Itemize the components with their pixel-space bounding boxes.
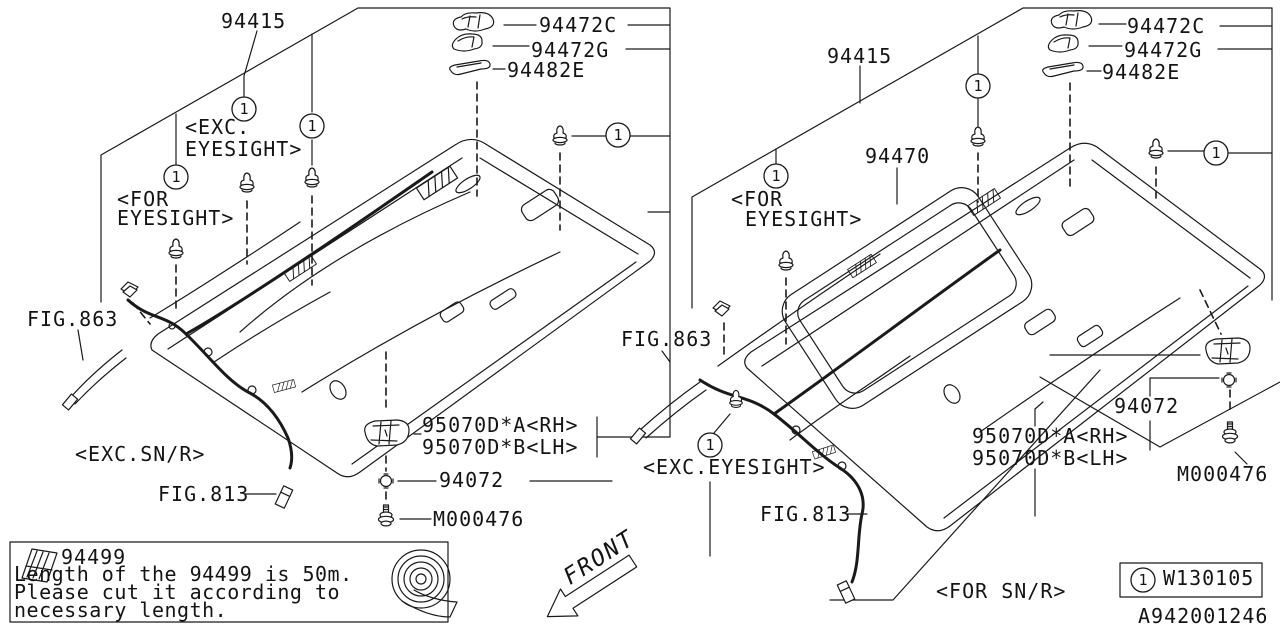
left-note-for-eyesight-1: <FOR [117, 187, 170, 211]
svg-text:1: 1 [239, 100, 248, 118]
left-view-group: 1 1 1 1 [61, 7, 671, 527]
right-note-exc-eyesight: <EXC.EYESIGHT> [643, 455, 826, 479]
left-part-95070d-lh[interactable]: 95070D*B<LH> [422, 435, 579, 459]
legend-code[interactable]: W130105 [1163, 566, 1255, 590]
left-headliner-panel [150, 138, 656, 478]
svg-text:1: 1 [1211, 144, 1220, 162]
right-headliner-panel [744, 142, 1266, 532]
tape-roll-icon [391, 549, 458, 618]
doc-number: A942001246 [1138, 604, 1269, 628]
left-part-94415[interactable]: 94415 [221, 9, 287, 33]
left-note-exc-snr: <EXC.SN/R> [75, 442, 206, 466]
left-part-94472G[interactable]: 94472G [531, 38, 610, 62]
right-note-for-snr: <FOR SN/R> [936, 579, 1067, 603]
legend-box: 1 [1119, 562, 1263, 598]
right-part-95070d-lh[interactable]: 95070D*B<LH> [972, 446, 1129, 470]
note-box [9, 541, 458, 623]
front-direction-arrow: FRONT [546, 525, 640, 618]
left-note-for-eyesight-2: EYESIGHT> [117, 206, 235, 230]
left-part-94472C[interactable]: 94472C [539, 13, 618, 37]
svg-text:1: 1 [705, 436, 714, 454]
note-part-94499[interactable]: 94499 [61, 545, 127, 569]
left-note-exc-eyesight-2: EYESIGHT> [185, 137, 303, 161]
sunroof-opening [781, 187, 1033, 409]
left-harness [61, 170, 434, 509]
right-part-94415[interactable]: 94415 [827, 44, 893, 68]
svg-text:1: 1 [613, 126, 622, 144]
legend-callout: 1 [1138, 571, 1147, 589]
note-line-2: Please cut it according to [14, 580, 341, 604]
tape-swatch-icon [21, 548, 58, 583]
left-part-94072[interactable]: 94072 [439, 468, 505, 492]
right-view-group: 1 1 1 1 [629, 7, 1280, 604]
right-note-for-eyesight-1: <FOR [731, 187, 784, 211]
right-fence [691, 7, 1273, 309]
right-part-94472G[interactable]: 94472G [1124, 38, 1203, 62]
right-part-94482E[interactable]: 94482E [1102, 60, 1181, 84]
left-fence [100, 7, 671, 438]
right-harness [629, 248, 1002, 604]
svg-text:1: 1 [973, 77, 982, 95]
callout-1-marker: 1 1 1 1 [697, 73, 1229, 458]
right-part-94470[interactable]: 94470 [865, 144, 931, 168]
svg-text:1: 1 [171, 168, 180, 186]
right-part-94072[interactable]: 94072 [1114, 394, 1180, 418]
left-ref-fig813[interactable]: FIG.813 [158, 482, 250, 506]
callout-1-marker: 1 1 1 1 [163, 96, 631, 190]
left-ref-fig863[interactable]: FIG.863 [27, 307, 119, 331]
right-part-95070d-rh[interactable]: 95070D*A<RH> [972, 424, 1129, 448]
right-part-m000476[interactable]: M000476 [1177, 462, 1269, 486]
right-note-for-eyesight-2: EYESIGHT> [745, 207, 863, 231]
left-note-exc-eyesight-1: <EXC. [185, 115, 251, 139]
right-part-94472C[interactable]: 94472C [1127, 14, 1206, 38]
svg-text:1: 1 [307, 117, 316, 135]
left-part-94482E[interactable]: 94482E [507, 58, 586, 82]
left-part-95070d-rh[interactable]: 95070D*A<RH> [422, 413, 579, 437]
note-line-3: necessary length. [14, 598, 228, 622]
right-ref-fig813[interactable]: FIG.813 [760, 502, 852, 526]
right-ref-fig863[interactable]: FIG.863 [621, 327, 713, 351]
svg-text:1: 1 [771, 167, 780, 185]
left-part-m000476[interactable]: M000476 [433, 507, 525, 531]
note-line-1: Length of the 94499 is 50m. [14, 562, 353, 586]
